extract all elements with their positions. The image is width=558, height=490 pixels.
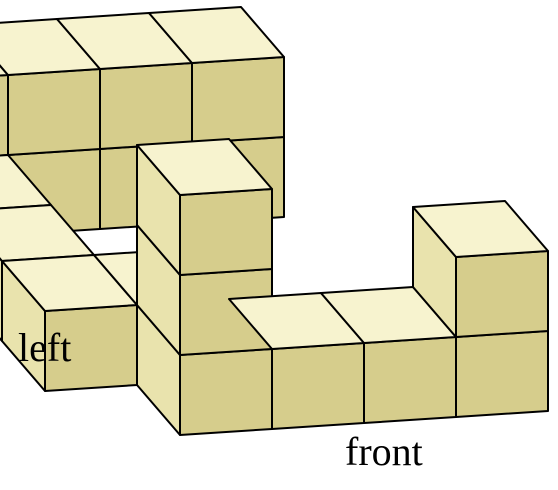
cube-top-face <box>412 200 549 258</box>
label-left: left <box>18 325 72 370</box>
cube <box>320 286 457 424</box>
cube-front-face <box>455 250 549 338</box>
cube-front-face <box>455 330 549 418</box>
cube <box>136 138 273 276</box>
cube-front-face <box>191 56 285 144</box>
cube <box>148 6 285 144</box>
cube-front-face <box>179 348 273 436</box>
cube-top-face <box>148 6 285 64</box>
cube <box>1 254 138 392</box>
cube-front-face <box>363 336 457 424</box>
cube-front-face <box>0 74 9 157</box>
label-front: front <box>345 429 423 474</box>
cube <box>412 200 549 338</box>
cube-front-face <box>179 188 273 276</box>
cube-front-face <box>99 62 193 150</box>
cube <box>136 224 273 356</box>
cube-front-face <box>271 342 365 430</box>
cube <box>455 330 549 418</box>
cube-top-face <box>136 138 273 196</box>
cube <box>56 12 193 150</box>
cube-front-face <box>7 68 101 156</box>
cube <box>0 18 101 156</box>
